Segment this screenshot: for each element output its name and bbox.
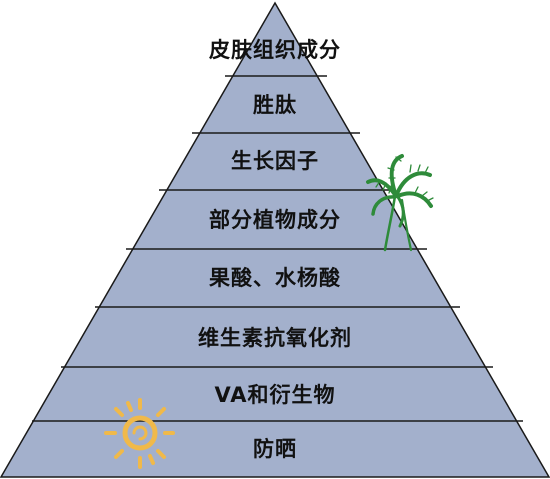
layer-label-2: 胜肽	[253, 93, 297, 117]
layer-label-1: 皮肤组织成分	[209, 38, 341, 62]
layer-label-7: VA和衍生物	[214, 383, 335, 407]
layer-label-3: 生长因子	[231, 149, 319, 173]
layer-label-6: 维生素抗氧化剂	[198, 326, 352, 350]
layer-dividers	[32, 75, 523, 422]
sun-icon	[104, 398, 175, 469]
layer-label-4: 部分植物成分	[209, 208, 341, 232]
layer-label-5: 果酸、水杨酸	[209, 266, 341, 290]
layer-label-8: 防晒	[253, 437, 297, 461]
palm-tree-icon	[366, 154, 434, 252]
